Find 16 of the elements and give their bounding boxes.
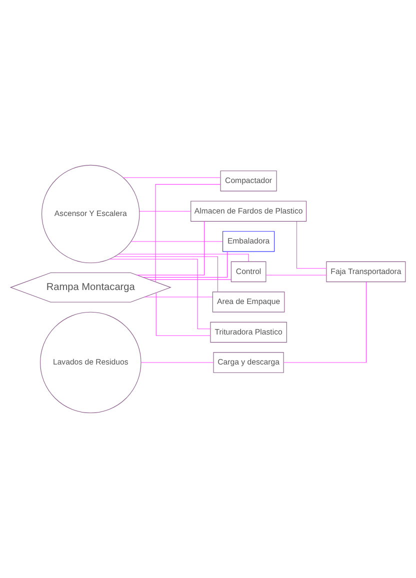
connector bbox=[130, 241, 223, 242]
connector bbox=[283, 282, 366, 363]
connector bbox=[142, 251, 228, 278]
connector bbox=[122, 177, 221, 178]
connector bbox=[108, 258, 211, 330]
connector bbox=[140, 362, 214, 363]
connector bbox=[118, 254, 249, 262]
connector bbox=[296, 221, 327, 269]
connector bbox=[114, 256, 218, 292]
connector bbox=[144, 296, 213, 298]
connector bbox=[156, 292, 211, 336]
connector bbox=[266, 274, 327, 276]
connector bbox=[136, 221, 205, 276]
connector bbox=[155, 184, 221, 282]
connector bbox=[149, 279, 232, 280]
connector bbox=[139, 210, 192, 212]
